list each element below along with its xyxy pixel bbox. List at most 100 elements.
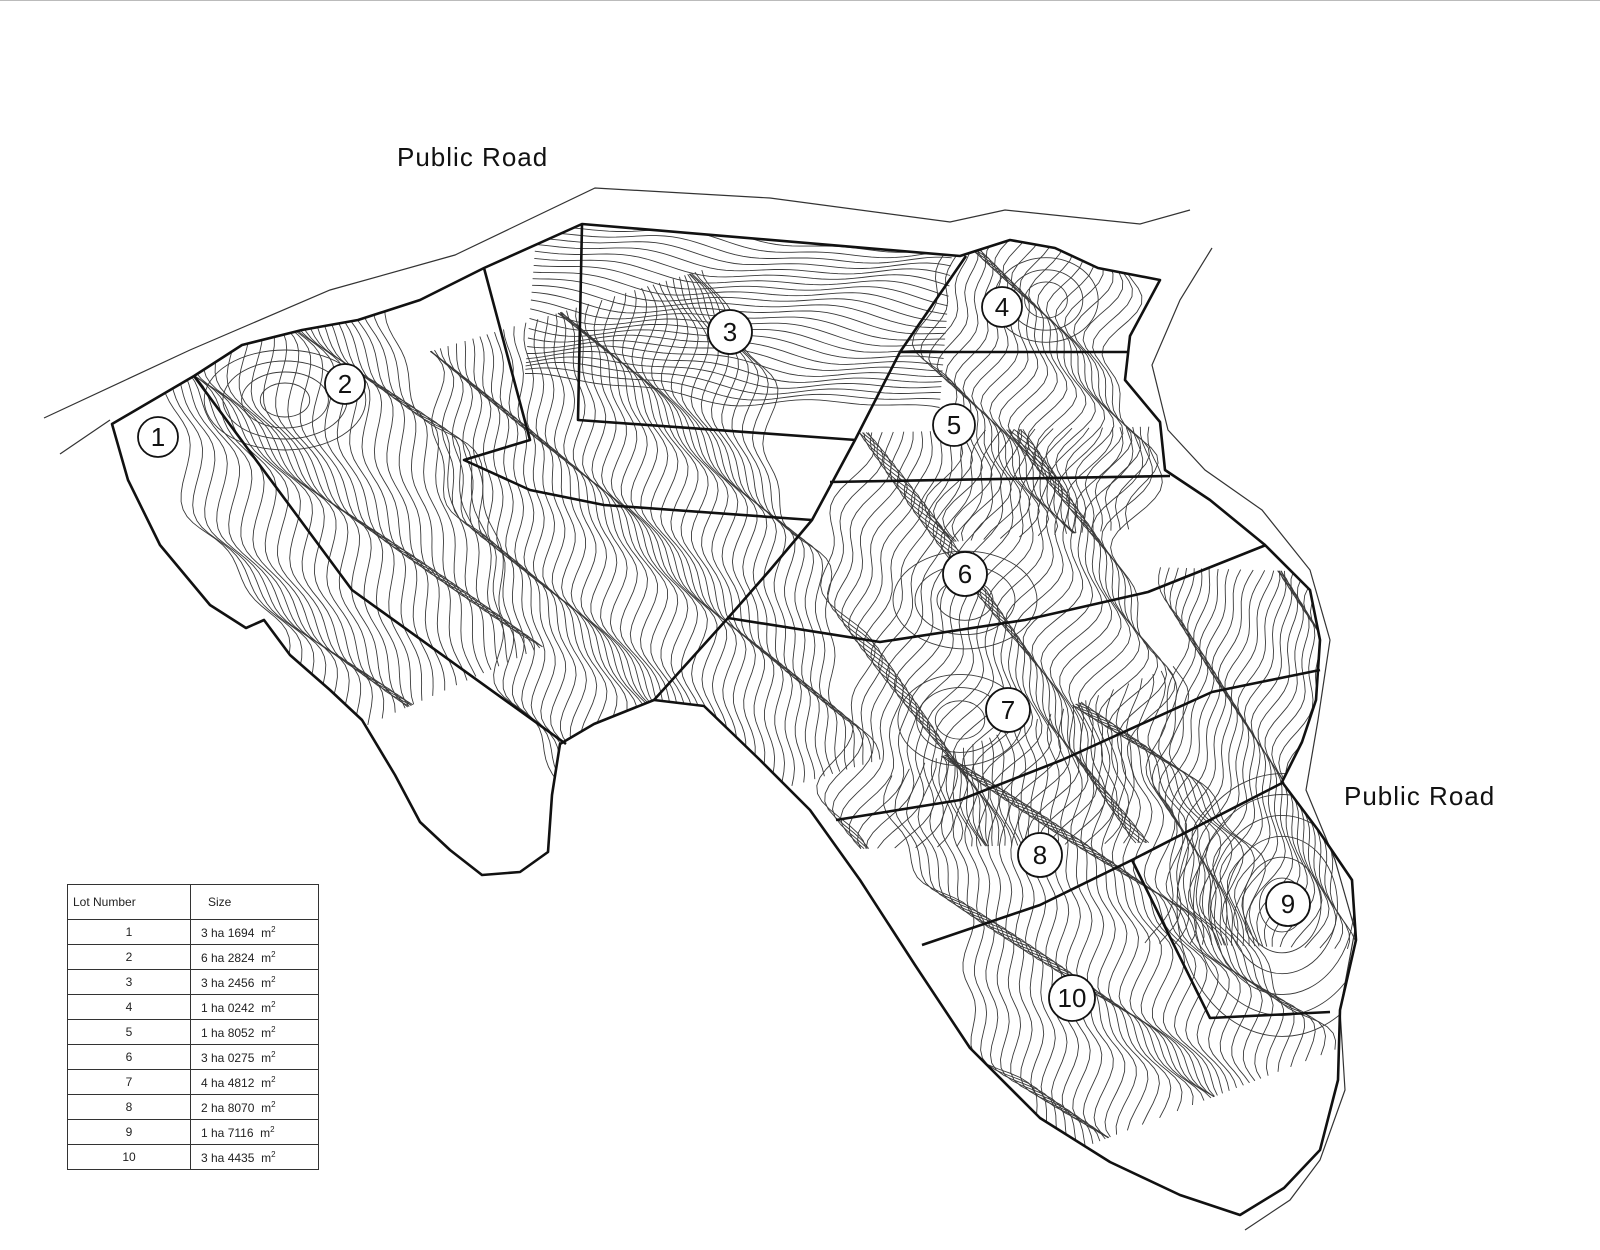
contour-line bbox=[1205, 569, 1244, 946]
contour-line bbox=[1095, 695, 1263, 1082]
contour-line bbox=[1049, 427, 1123, 845]
lot-marker-8[interactable]: 8 bbox=[1017, 832, 1063, 878]
area-unit: m bbox=[261, 925, 272, 940]
lot-size-cell: 3 ha 2456 m2 bbox=[190, 969, 319, 995]
top-rule bbox=[0, 0, 1600, 1]
contour-line bbox=[112, 224, 320, 747]
contour-line bbox=[969, 243, 1040, 538]
lot-number-cell: 4 bbox=[67, 994, 191, 1020]
contour-line bbox=[430, 350, 567, 859]
contour-ring bbox=[1242, 856, 1322, 954]
lot-marker-label: 5 bbox=[947, 410, 961, 440]
lot-division-lines bbox=[192, 223, 1331, 1020]
lot-marker-4[interactable]: 4 bbox=[981, 286, 1023, 328]
contour-line bbox=[525, 361, 941, 395]
contour-line bbox=[665, 280, 806, 783]
header-size: Size bbox=[190, 884, 319, 920]
lot-marker-2[interactable]: 2 bbox=[324, 363, 366, 405]
division-8-10 bbox=[921, 780, 1285, 947]
contour-line bbox=[1219, 570, 1266, 946]
lot-number-cell: 7 bbox=[67, 1069, 191, 1095]
contour-line bbox=[1152, 567, 1197, 944]
area-exponent: 2 bbox=[271, 999, 276, 1009]
contour-line bbox=[233, 224, 484, 674]
contour-line bbox=[242, 224, 527, 655]
contour-line bbox=[979, 428, 1043, 846]
table-row: 10 3 ha 4435 m2 bbox=[67, 1144, 319, 1170]
contour-line bbox=[945, 243, 1003, 542]
table-row: 9 1 ha 7116 m2 bbox=[67, 1119, 319, 1145]
road-edge-north bbox=[43, 187, 1191, 419]
lot-marker-6[interactable]: 6 bbox=[942, 551, 988, 597]
contour-line bbox=[1013, 728, 1183, 1112]
contour-line bbox=[1234, 570, 1281, 947]
contour-line bbox=[532, 278, 947, 322]
contour-line bbox=[112, 224, 338, 742]
contour-ring bbox=[259, 382, 311, 418]
contour-line bbox=[559, 312, 717, 813]
contour-line bbox=[534, 257, 949, 297]
size-value: 1 ha 0242 bbox=[201, 1000, 255, 1015]
contour-line bbox=[1126, 678, 1295, 1072]
lot-number-cell: 9 bbox=[67, 1119, 191, 1145]
area-exponent: 2 bbox=[271, 974, 276, 984]
area-unit: m bbox=[261, 1050, 272, 1065]
contour-line bbox=[917, 758, 1073, 1153]
contour-line bbox=[535, 237, 952, 269]
lot-marker-circle bbox=[324, 363, 366, 405]
contour-line bbox=[494, 331, 643, 832]
contour-line bbox=[901, 431, 964, 847]
contour-line bbox=[248, 224, 535, 651]
contour-line bbox=[143, 224, 412, 706]
contour-line bbox=[1092, 233, 1150, 531]
lot-marker-5[interactable]: 5 bbox=[932, 403, 976, 447]
lot-marker-circle bbox=[137, 416, 179, 458]
contour-line bbox=[533, 319, 668, 824]
contour-line bbox=[946, 753, 1110, 1138]
area-unit: m bbox=[261, 1000, 272, 1015]
lot-number-cell: 8 bbox=[67, 1094, 191, 1120]
lot-marker-1[interactable]: 1 bbox=[137, 416, 179, 458]
contour-line bbox=[1025, 428, 1098, 846]
area-unit: m bbox=[261, 950, 272, 965]
contour-line bbox=[533, 264, 948, 307]
contour-line bbox=[430, 350, 577, 856]
lot-marker-3[interactable]: 3 bbox=[707, 309, 753, 355]
contour-line bbox=[942, 755, 1109, 1139]
table-row: 5 1 ha 8052 m2 bbox=[67, 1019, 319, 1045]
contour-line bbox=[972, 744, 1126, 1138]
contour-line bbox=[456, 343, 631, 835]
lot-table-body: 1 3 ha 1694 m2 2 6 ha 2824 m2 3 3 ha 245… bbox=[67, 919, 319, 1170]
road-label-east: Public Road bbox=[1344, 781, 1495, 811]
contour-line bbox=[971, 429, 1034, 846]
contour-line bbox=[1066, 427, 1140, 844]
lot-marker-9[interactable]: 9 bbox=[1265, 881, 1311, 927]
contour-line bbox=[112, 224, 315, 750]
contour-line bbox=[1072, 704, 1230, 1091]
contour-line bbox=[1073, 234, 1133, 532]
contour-line bbox=[237, 224, 492, 670]
table-row: 1 3 ha 1694 m2 bbox=[67, 919, 319, 945]
contour-line bbox=[1168, 666, 1337, 1050]
lot-marker-10[interactable]: 10 bbox=[1048, 974, 1096, 1022]
lot-size-table: Lot Number Size 1 3 ha 1694 m2 2 6 ha 28… bbox=[67, 884, 319, 1170]
lot-size-cell: 1 ha 7116 m2 bbox=[190, 1119, 319, 1145]
lot-marker-7[interactable]: 7 bbox=[985, 687, 1031, 733]
contour-line bbox=[1164, 568, 1209, 945]
contour-line bbox=[936, 243, 993, 542]
contour-line bbox=[1144, 567, 1190, 944]
contour-line bbox=[535, 243, 951, 276]
contour-line bbox=[651, 284, 785, 790]
table-row: 4 1 ha 0242 m2 bbox=[67, 994, 319, 1020]
lot-number-cell: 5 bbox=[67, 1019, 191, 1045]
lot-size-cell: 3 ha 0275 m2 bbox=[190, 1044, 319, 1070]
contour-line bbox=[1035, 718, 1205, 1101]
contour-line bbox=[201, 224, 434, 696]
contour-line bbox=[536, 232, 952, 264]
lot-marker-label: 2 bbox=[338, 369, 352, 399]
contour-line bbox=[525, 356, 942, 389]
area-unit: m bbox=[261, 1025, 272, 1040]
contour-line bbox=[932, 430, 988, 847]
area-unit: m bbox=[261, 1075, 272, 1090]
